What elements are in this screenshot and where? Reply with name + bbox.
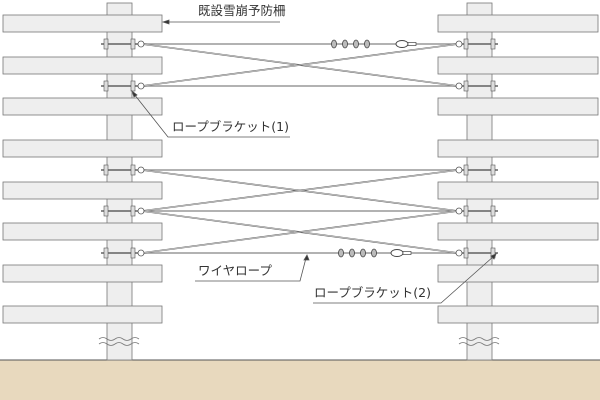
bracket-nut	[490, 205, 496, 217]
rope-eye-icon	[455, 207, 463, 215]
leader-lines	[131, 19, 497, 304]
rope-eye-icon	[455, 40, 463, 48]
break-mark-icon	[98, 337, 140, 346]
leader-bracket-1	[133, 93, 290, 138]
bracket-nut	[130, 80, 136, 92]
bracket-nut	[103, 247, 109, 259]
fence-board	[2, 181, 163, 200]
fence-board	[2, 222, 163, 241]
fence-boards	[2, 14, 599, 324]
wire-clamps	[331, 39, 417, 258]
fence-board	[437, 14, 599, 33]
ground-soil	[0, 360, 600, 400]
rope-brackets	[101, 38, 498, 259]
fence-board	[437, 305, 599, 324]
rope-eye-icon	[137, 40, 145, 48]
fence-board	[437, 264, 599, 283]
arrow-icon	[161, 19, 170, 25]
break-mark-icon	[458, 337, 500, 346]
wire-clip-icon	[353, 39, 359, 49]
wire-clip-icon	[371, 248, 377, 258]
rope-eye-icon	[455, 249, 463, 257]
rope-eye-icon	[137, 166, 145, 174]
wire-ropes	[141, 43, 459, 254]
fence-board	[2, 97, 163, 116]
wire-clip-icon	[338, 248, 344, 258]
fence-board	[2, 14, 163, 33]
rope-eye-icon	[137, 82, 145, 90]
label-existing-fence: 既設雪崩予防柵	[198, 3, 286, 18]
fence-board	[437, 97, 599, 116]
rope-eye-icon	[137, 249, 145, 257]
wire-clip-icon	[364, 39, 370, 49]
thimble-shank	[402, 251, 412, 255]
wire-clip-icon	[349, 248, 355, 258]
fence-board	[437, 56, 599, 75]
rope-eye-icon	[137, 207, 145, 215]
fence-board	[2, 139, 163, 158]
wire-clip-icon	[331, 39, 337, 49]
bracket-nut	[103, 80, 109, 92]
thimble-icon	[390, 249, 404, 257]
wire-clip-icon	[342, 39, 348, 49]
bracket-nut	[130, 38, 136, 50]
bracket-nut	[463, 80, 469, 92]
bracket-nut	[130, 247, 136, 259]
bracket-nut	[463, 247, 469, 259]
bracket-nut	[103, 205, 109, 217]
thimble-shank	[407, 42, 417, 46]
fence-board	[2, 305, 163, 324]
arrow-icon	[490, 253, 497, 260]
thimble-icon	[395, 40, 409, 48]
bracket-nut	[103, 164, 109, 176]
leader-bracket-2	[313, 255, 495, 304]
ground	[0, 359, 600, 400]
arrow-icon	[131, 89, 138, 98]
wire-rope-core	[141, 210, 459, 254]
bracket-nut	[490, 38, 496, 50]
wire-clip-icon	[360, 248, 366, 258]
fence-board	[2, 264, 163, 283]
bracket-nut	[130, 205, 136, 217]
wire-rope-core	[141, 43, 459, 87]
fence-board	[2, 56, 163, 75]
leader-wire-rope	[195, 257, 307, 282]
fence-board	[437, 139, 599, 158]
arrow-icon	[303, 254, 310, 261]
label-rope-bracket-1: ロープブラケット(1)	[172, 119, 289, 134]
bracket-nut	[490, 164, 496, 176]
bracket-nut	[463, 38, 469, 50]
bracket-nut	[463, 205, 469, 217]
bracket-nut	[130, 164, 136, 176]
fence-board	[437, 181, 599, 200]
label-rope-bracket-2: ロープブラケット(2)	[314, 285, 431, 300]
fence-board	[437, 222, 599, 241]
wire-rope-core	[141, 169, 459, 212]
bracket-nut	[490, 80, 496, 92]
label-wire-rope: ワイヤロープ	[198, 263, 272, 278]
bracket-nut	[103, 38, 109, 50]
bracket-nut	[463, 164, 469, 176]
rope-eye-icon	[455, 82, 463, 90]
rope-eye-icon	[455, 166, 463, 174]
